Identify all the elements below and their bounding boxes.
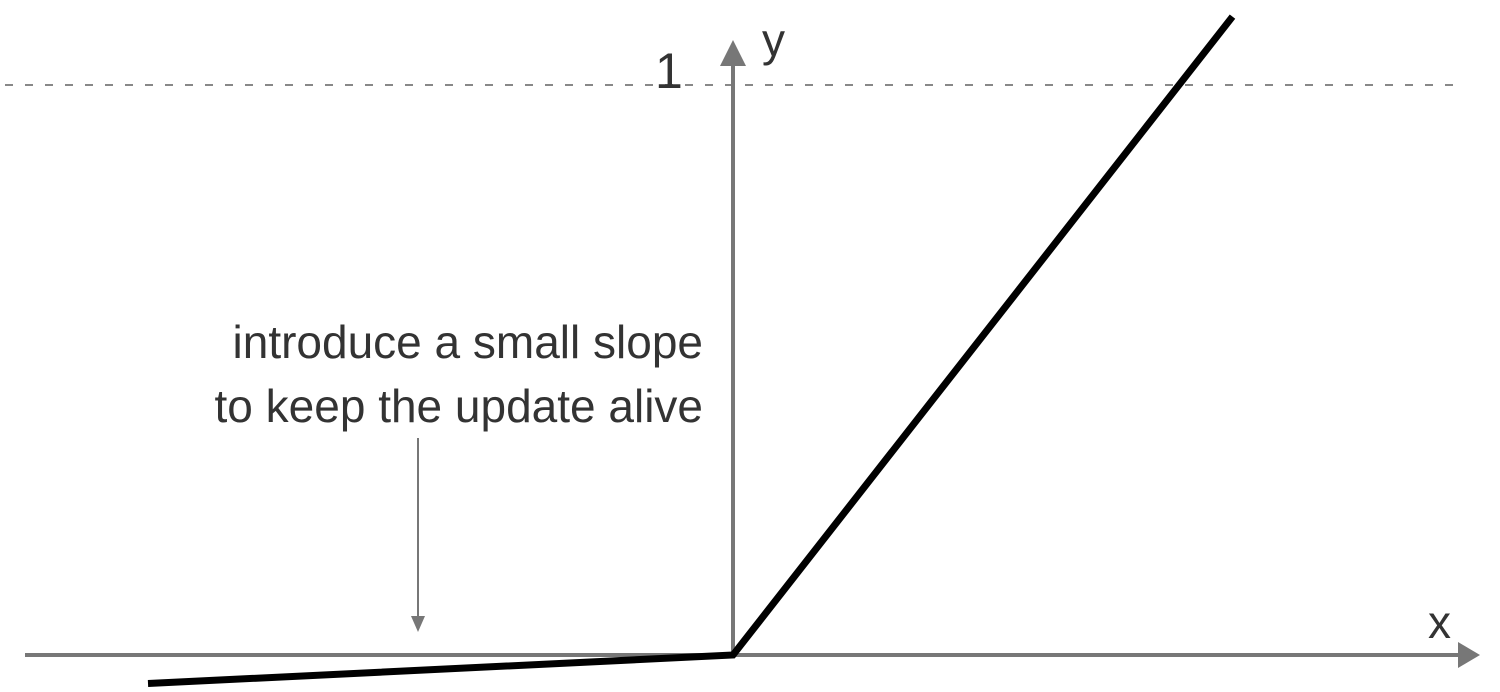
annotation-text-line-2: to keep the update alive bbox=[215, 380, 703, 432]
y-axis-arrowhead bbox=[720, 40, 746, 66]
leaky-relu-line bbox=[147, 14, 1236, 687]
y-axis-label: y bbox=[762, 14, 785, 66]
x-axis-label: x bbox=[1428, 596, 1451, 648]
annotation-text-line-1: introduce a small slope bbox=[233, 316, 703, 368]
annotation-arrowhead bbox=[411, 616, 425, 632]
x-axis-arrowhead bbox=[1458, 642, 1480, 668]
reference-line-label: 1 bbox=[655, 43, 683, 99]
